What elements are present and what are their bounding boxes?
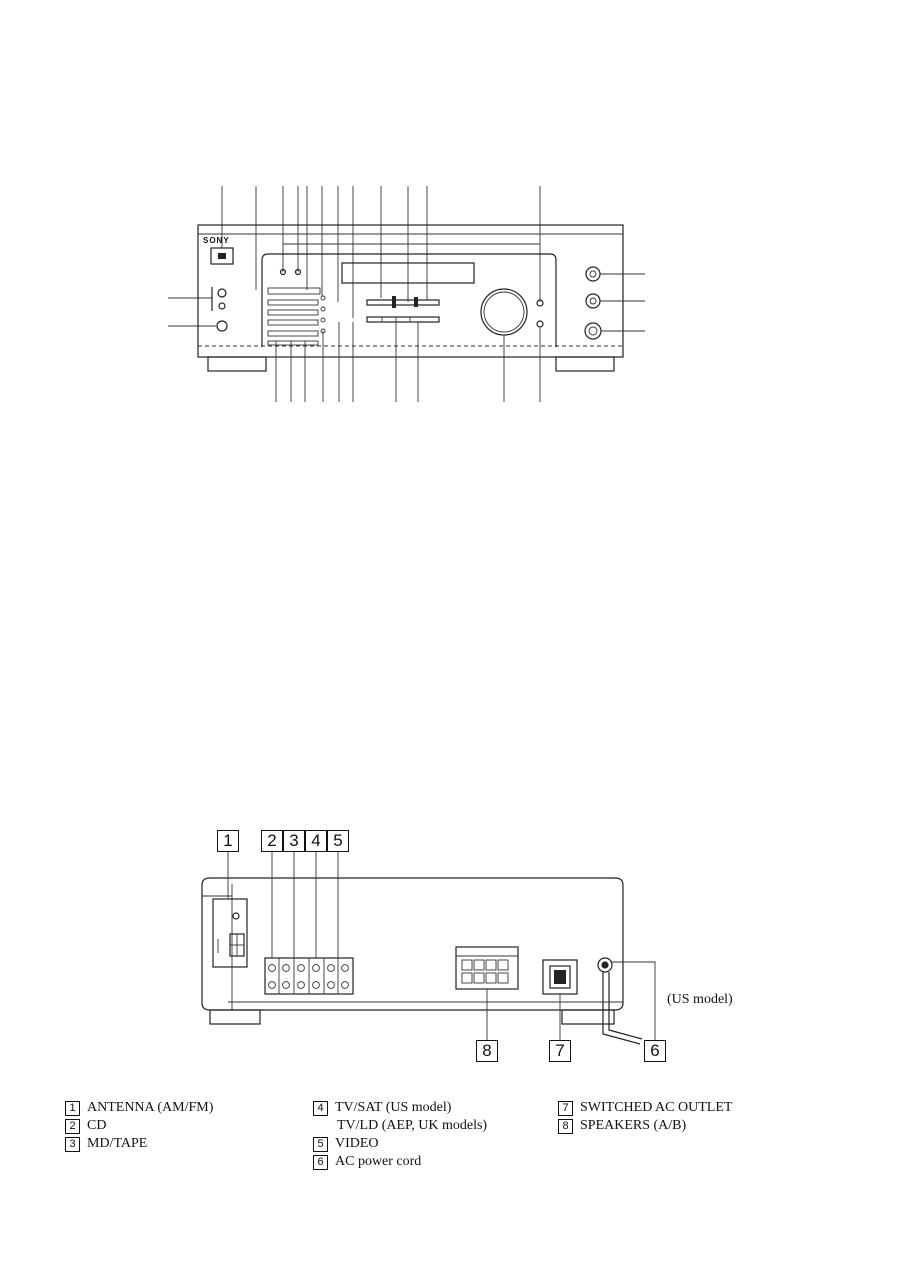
volume-knob-shape <box>480 288 528 336</box>
power-cord-shape <box>597 957 643 1045</box>
antenna-terminal-shape <box>212 898 248 968</box>
region-note: (US model) <box>667 992 733 1007</box>
callout-speakers: 8 <box>476 1040 498 1062</box>
front-bottom-leaders <box>275 322 541 402</box>
legend-column-2: 4 TV/SAT (US model) TV/LD (AEP, UK models… <box>313 1099 487 1171</box>
legend-item: 3 MD/TAPE <box>65 1135 213 1153</box>
legend-number-box: 4 <box>313 1100 328 1116</box>
legend-number-box: 2 <box>65 1118 80 1134</box>
callout-antenna: 1 <box>217 830 239 852</box>
rear-callout-leaders <box>227 850 656 1040</box>
legend-number-box: 5 <box>313 1136 328 1152</box>
legend-item: 2 CD <box>65 1117 213 1135</box>
front-panel-brand: SONY <box>203 236 230 245</box>
legend-label: MD/TAPE <box>87 1136 148 1151</box>
rca-jacks-shape <box>264 957 354 995</box>
legend-label: TV/SAT (US model) <box>335 1100 452 1115</box>
legend-item: TV/LD (AEP, UK models) <box>313 1117 487 1135</box>
legend-number-box: 1 <box>65 1100 80 1116</box>
power-button-shape <box>210 247 234 265</box>
legend-label: SWITCHED AC OUTLET <box>580 1100 733 1115</box>
callout-video: 5 <box>327 830 349 852</box>
legend-label: TV/LD (AEP, UK models) <box>337 1118 488 1133</box>
legend-number-box: 7 <box>558 1100 573 1116</box>
callout-md-tape: 3 <box>283 830 305 852</box>
callout-switched-ac-outlet: 7 <box>549 1040 571 1062</box>
legend-column-3: 7 SWITCHED AC OUTLET 8 SPEAKERS (A/B) <box>558 1099 732 1135</box>
callout-tv-sat: 4 <box>305 830 327 852</box>
callout-ac-power-cord: 6 <box>644 1040 666 1062</box>
legend-item: 5 VIDEO <box>313 1135 487 1153</box>
legend-label: CD <box>87 1118 107 1133</box>
legend-item: 4 TV/SAT (US model) <box>313 1099 487 1117</box>
legend-number-box: 8 <box>558 1118 573 1134</box>
legend-item: 7 SWITCHED AC OUTLET <box>558 1099 732 1117</box>
ac-outlet-shape <box>542 959 578 995</box>
legend-number-box: 6 <box>313 1154 328 1170</box>
legend-item: 8 SPEAKERS (A/B) <box>558 1117 732 1135</box>
front-panel-diagram <box>168 186 645 402</box>
front-top-leaders <box>221 186 541 318</box>
speaker-terminals-shape <box>455 946 519 990</box>
legend-column-1: 1 ANTENNA (AM/FM) 2 CD 3 MD/TAPE <box>65 1099 213 1153</box>
legend-item: 1 ANTENNA (AM/FM) <box>65 1099 213 1117</box>
legend-label: ANTENNA (AM/FM) <box>87 1100 214 1115</box>
legend-label: AC power cord <box>335 1154 422 1169</box>
front-side-leaders <box>168 273 645 332</box>
legend-item: 6 AC power cord <box>313 1153 487 1171</box>
receiver-front-body <box>197 224 624 372</box>
legend-label: VIDEO <box>335 1136 379 1151</box>
legend-number-box: 3 <box>65 1136 80 1152</box>
callout-cd: 2 <box>261 830 283 852</box>
legend-label: SPEAKERS (A/B) <box>580 1118 687 1133</box>
